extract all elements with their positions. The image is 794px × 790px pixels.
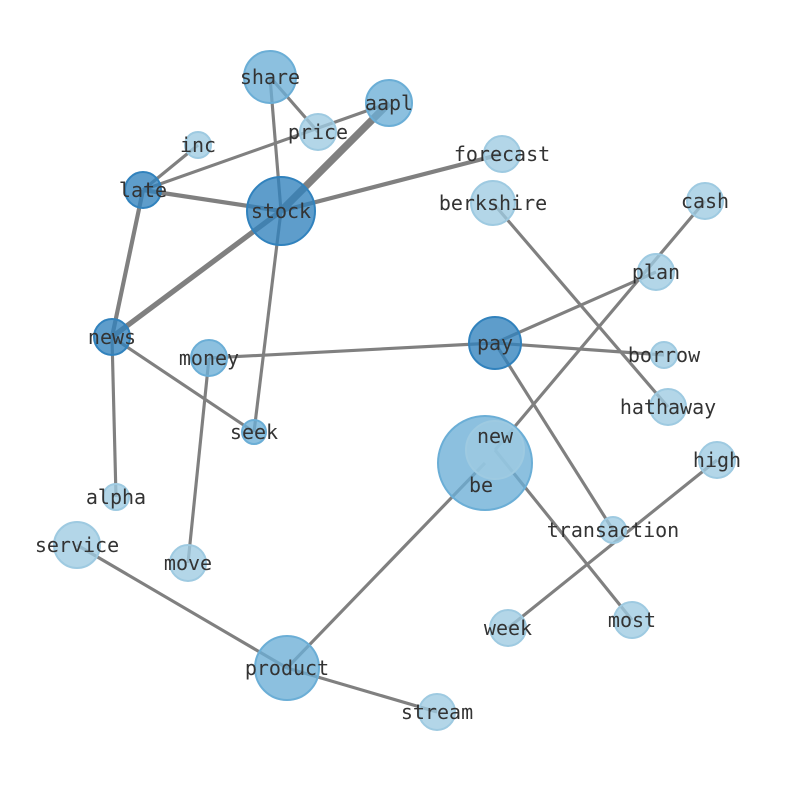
node-price[interactable] <box>299 113 337 151</box>
node-forecast[interactable] <box>483 135 521 173</box>
node-label-product: product <box>245 656 329 680</box>
node-label-seek: seek <box>230 420 278 444</box>
node-label-berkshire: berkshire <box>439 191 547 215</box>
node-seek[interactable] <box>241 419 267 445</box>
edge-stock-seek <box>252 210 283 433</box>
node-late[interactable] <box>124 171 162 209</box>
node-service[interactable] <box>53 521 101 569</box>
node-news[interactable] <box>93 318 131 356</box>
node-label-high: high <box>693 448 741 472</box>
nodes-layer <box>53 50 736 731</box>
edge-late-news <box>109 189 146 338</box>
node-label-most: most <box>608 608 656 632</box>
node-label-be: be <box>469 473 493 497</box>
node-label-move: move <box>164 551 212 575</box>
node-label-pay: pay <box>477 331 513 355</box>
node-move[interactable] <box>169 544 207 582</box>
edge-service-product <box>76 543 288 670</box>
node-new[interactable] <box>465 420 525 480</box>
edge-news-seek <box>111 335 255 434</box>
node-pay[interactable] <box>468 316 522 370</box>
node-label-alpha: alpha <box>86 485 146 509</box>
node-product[interactable] <box>254 635 320 701</box>
edge-pay-plan <box>494 270 657 345</box>
node-label-transaction: transaction <box>547 518 679 542</box>
node-share[interactable] <box>243 50 297 104</box>
node-label-price: price <box>288 120 348 144</box>
node-transaction[interactable] <box>599 516 627 544</box>
node-hathaway[interactable] <box>649 388 687 426</box>
edge-stock-news <box>110 208 283 340</box>
node-stream[interactable] <box>418 693 456 731</box>
node-label-aapl: aapl <box>365 91 413 115</box>
node-label-stock: stock <box>251 199 311 223</box>
node-label-late: late <box>119 178 167 202</box>
node-most[interactable] <box>613 601 651 639</box>
node-cash[interactable] <box>686 182 724 220</box>
node-berkshire[interactable] <box>470 180 516 226</box>
edge-berkshire-hathaway <box>491 201 670 409</box>
edge-late-aapl <box>142 101 390 192</box>
edge-stock-forecast <box>280 151 503 214</box>
edge-money-move <box>186 357 211 564</box>
node-inc[interactable] <box>184 131 212 159</box>
node-week[interactable] <box>489 609 527 647</box>
node-aapl[interactable] <box>365 79 413 127</box>
edge-pay-money <box>208 341 496 360</box>
node-label-borrow: borrow <box>628 343 701 367</box>
node-label-inc: inc <box>180 133 216 157</box>
node-label-news: news <box>88 325 136 349</box>
node-label-week: week <box>484 616 532 640</box>
edge-news-alpha <box>110 336 118 498</box>
node-label-plan: plan <box>632 260 680 284</box>
node-high[interactable] <box>698 441 736 479</box>
node-money[interactable] <box>190 339 228 377</box>
node-label-hathaway: hathaway <box>620 395 716 419</box>
node-stock[interactable] <box>246 176 316 246</box>
node-borrow[interactable] <box>650 341 678 369</box>
labels-layer: share aapl price inc forecast late stock berksh… <box>35 65 741 724</box>
node-label-stream: stream <box>401 700 473 724</box>
node-label-money: money <box>179 346 239 370</box>
node-label-forecast: forecast <box>454 142 550 166</box>
node-label-cash: cash <box>681 189 729 213</box>
node-plan[interactable] <box>637 253 675 291</box>
node-label-service: service <box>35 533 119 557</box>
node-alpha[interactable] <box>102 483 130 511</box>
edge-week-high <box>507 458 718 630</box>
edge-pay-transaction <box>493 342 615 531</box>
node-label-new: new <box>477 424 514 448</box>
node-label-share: share <box>240 65 300 89</box>
